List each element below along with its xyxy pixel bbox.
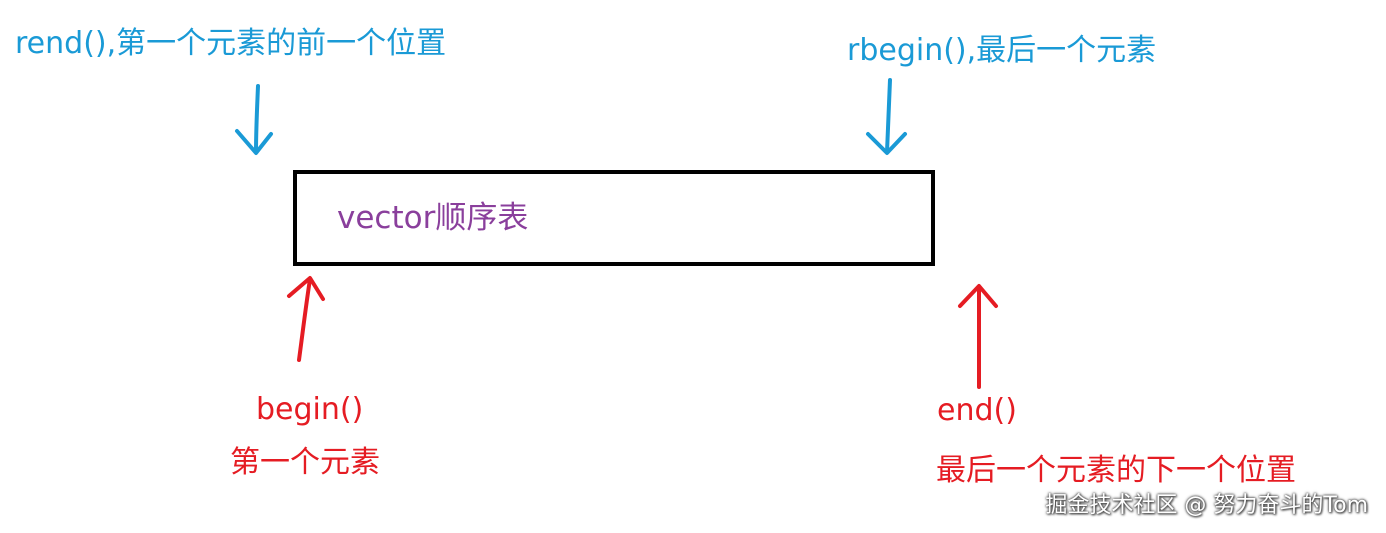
end-desc-label: 最后一个元素的下一个位置	[936, 453, 1296, 488]
rbegin-label: rbegin(),最后一个元素	[847, 33, 1157, 68]
end-name-label: end()	[937, 393, 1017, 428]
rbegin-arrow	[866, 78, 907, 155]
begin-name-label: begin()	[256, 392, 364, 427]
vector-container-label: vector顺序表	[337, 200, 529, 236]
begin-arrow	[287, 276, 325, 362]
rend-label: rend(),第一个元素的前一个位置	[15, 26, 447, 61]
rend-arrow	[235, 84, 273, 155]
begin-desc-label: 第一个元素	[230, 445, 380, 480]
end-arrow	[958, 284, 998, 389]
vector-container-box: vector顺序表	[293, 170, 935, 266]
watermark: 掘金技术社区 @ 努力奋斗的Tom	[1045, 492, 1368, 518]
